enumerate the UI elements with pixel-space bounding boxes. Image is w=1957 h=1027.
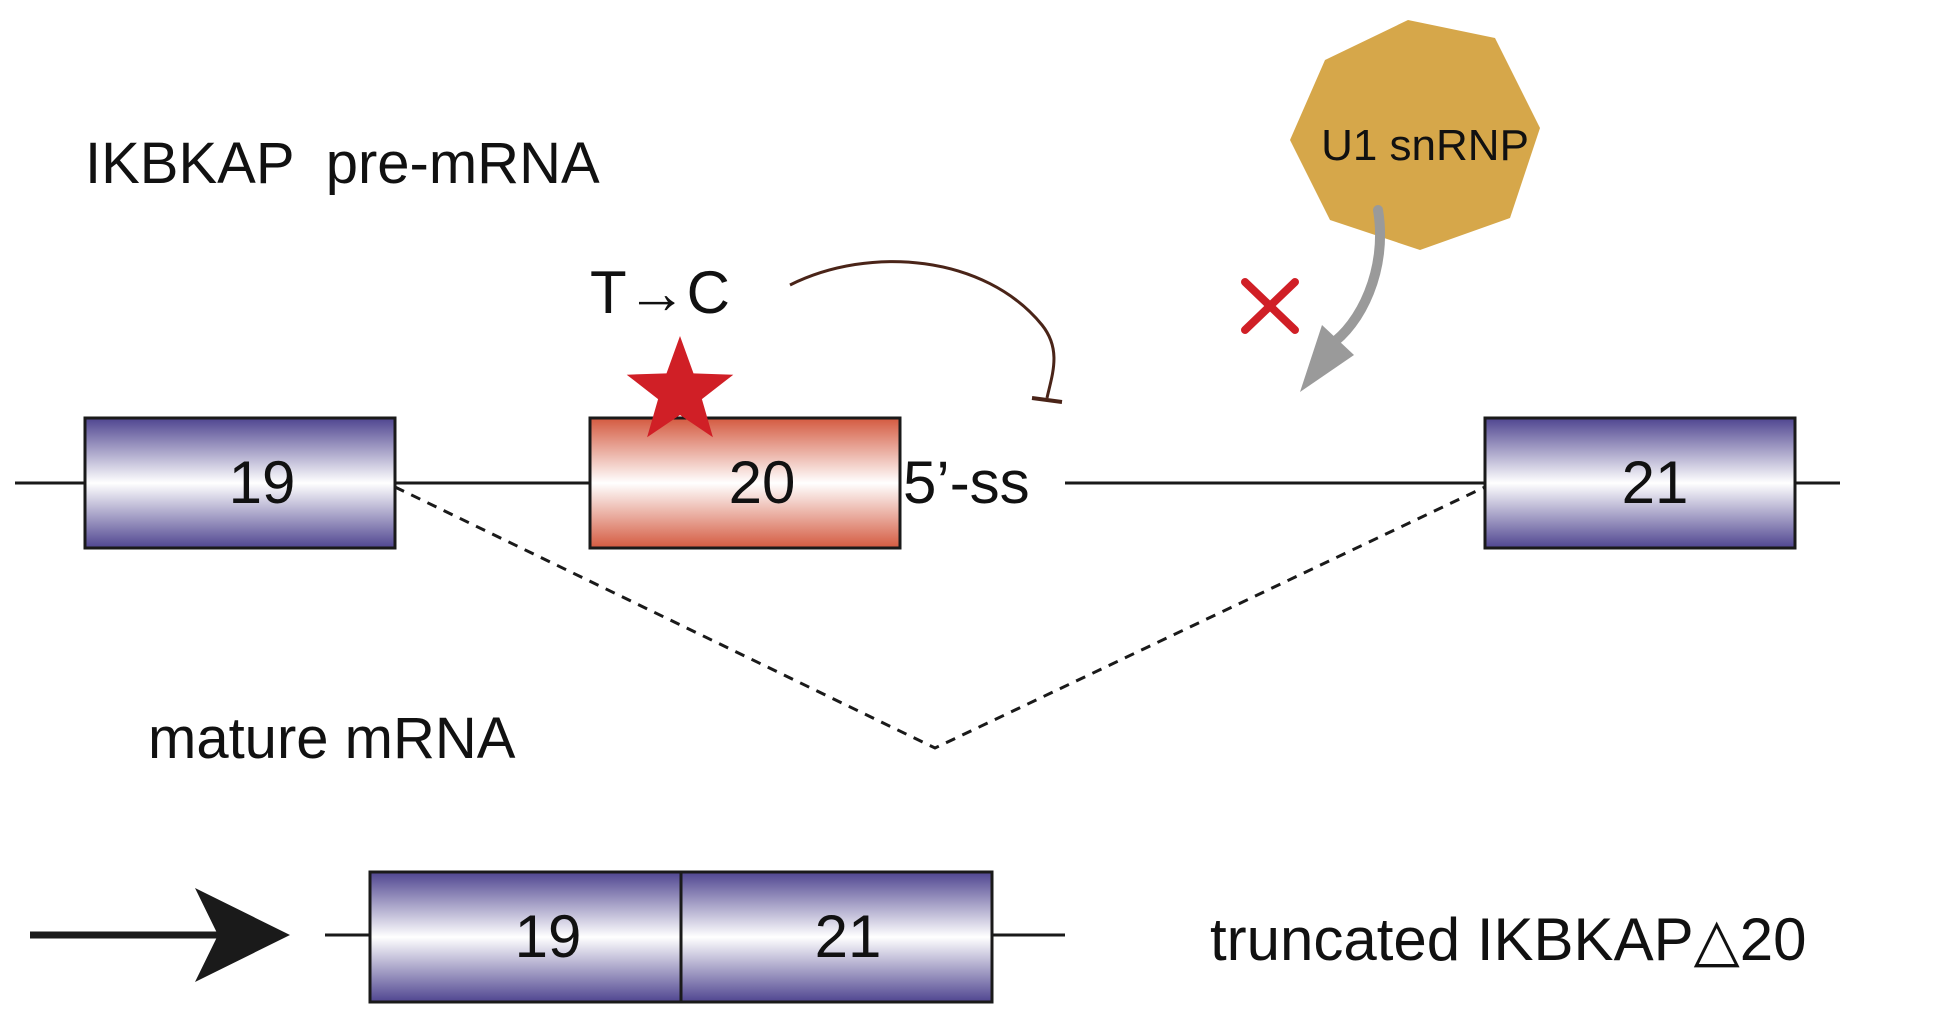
mature-exon-19: 19 [368, 870, 683, 1004]
u1-binding-arrow [1300, 205, 1386, 392]
pre-mrna-title: IKBKAP pre-mRNA [85, 131, 600, 196]
u1-snrnp: U1 snRNP [1290, 20, 1540, 250]
mature-exon-21-label: 21 [815, 903, 882, 970]
exon-19-label: 19 [229, 449, 296, 516]
splice-site-label: 5’-ss [903, 449, 1030, 516]
right-arrow-icon [30, 888, 290, 982]
exon-21-label: 21 [1622, 449, 1689, 516]
inhibition-arc [789, 260, 1063, 404]
star-icon [626, 336, 734, 438]
exon-skip-splice-path [394, 485, 1486, 750]
u1-label: U1 snRNP [1321, 121, 1529, 170]
exon-19: 19 [83, 416, 397, 550]
mature-exon-21: 21 [679, 870, 994, 1004]
exon-20: 20 [588, 416, 902, 550]
mutation-label: T→C [590, 259, 730, 326]
cross-icon [1241, 278, 1299, 334]
mature-mrna-title: mature mRNA [148, 706, 516, 771]
exon-21: 21 [1483, 416, 1797, 550]
exon-20-label: 20 [729, 449, 796, 516]
mature-exon-19-label: 19 [515, 903, 582, 970]
result-label: truncated IKBKAP△20 [1210, 906, 1806, 973]
